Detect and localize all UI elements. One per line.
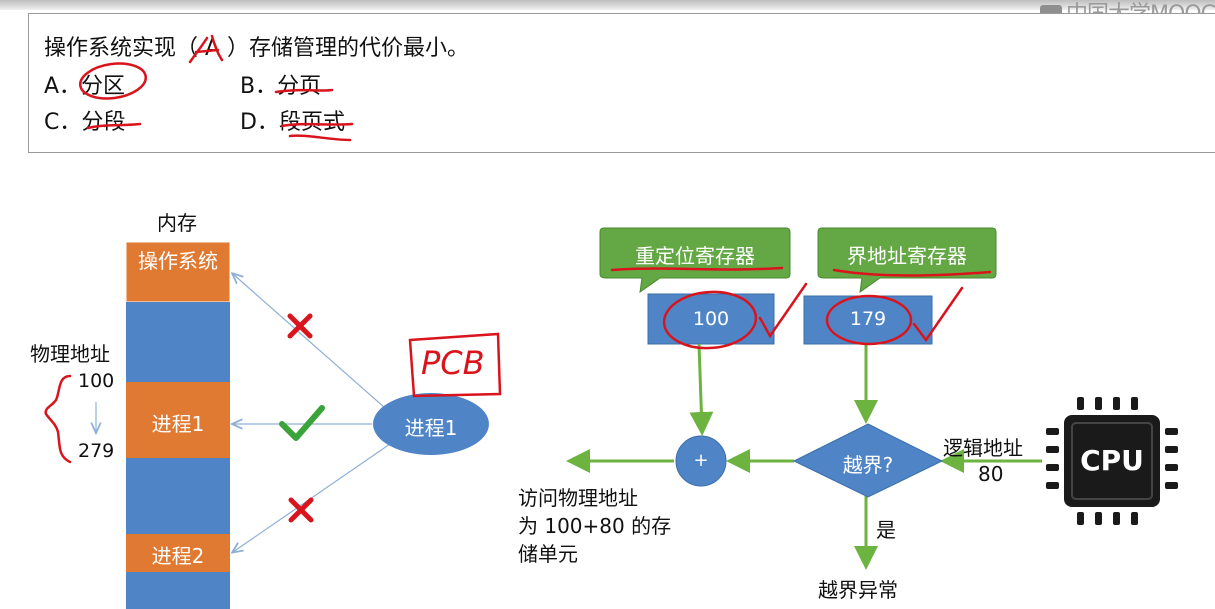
option-a: A．分区 [44,74,126,99]
arrow-relocation-to-adder [689,343,714,436]
circle-relocation-value [662,290,758,350]
pcb-process-label: 进程1 [404,416,458,440]
limit-register-label: 界地址寄存器 [847,244,967,268]
check-limit [912,286,964,343]
adder-label: + [693,450,709,471]
brace-address-range [44,374,72,464]
yes-label: 是 [876,518,896,542]
cross-icon-top [287,313,313,339]
handwriting-annotations [44,34,992,464]
relocation-register-value: 100 [692,308,730,330]
memory-free-block-1 [126,302,230,382]
question-box [28,13,1215,153]
relocation-register-label: 重定位寄存器 [635,244,755,268]
cpu-chip-icon [1046,397,1178,525]
memory-process2-label: 进程2 [151,544,205,568]
underline-option-b [274,88,334,94]
logical-address-label: 逻辑地址 [943,436,1023,460]
handwritten-answer-a [188,34,224,64]
memory-os-block [125,241,231,303]
adder-circle [675,435,727,487]
limit-register-value: 179 [849,308,887,330]
top-bar [0,0,1215,10]
memory-free-block-2 [126,458,230,534]
cpu-label: CPU [1080,444,1144,477]
bounds-check-label: 越界? [842,453,894,477]
underline-limit [832,268,992,277]
underline-option-d [280,122,354,142]
check-icon [279,405,325,441]
exception-label: 越界异常 [818,578,898,602]
circle-limit-value [825,294,913,346]
option-c: C．分段 [44,110,126,135]
question-stem: 操作系统实现（ A ）存储管理的代价最小。 [44,36,470,61]
bounds-check-diamond [792,423,944,498]
check-relocation [758,282,808,339]
memory-process1-block [126,382,230,458]
start-address: 100 [78,370,115,392]
access-text-line1: 访问物理地址 [518,486,638,510]
memory-free-block-3 [126,572,230,609]
memory-os-label: 操作系统 [138,249,218,273]
access-text-line2: 为 100+80 的存 [518,514,672,538]
cross-icon-bottom [288,497,314,523]
end-address: 279 [78,440,115,462]
pcb-box [408,332,502,398]
memory-process1-label: 进程1 [151,412,205,436]
circle-option-a [78,62,148,100]
process-ellipse [373,393,489,455]
relocation-callout [599,227,791,294]
underline-relocation [610,266,784,272]
arrow-to-os [233,274,386,409]
option-d: D．段页式 [240,110,345,135]
memory-title: 内存 [157,211,197,235]
underline-option-c [86,122,142,130]
limit-callout [817,227,997,294]
memory-process2-block [126,534,230,572]
logical-address-value: 80 [978,462,1004,486]
option-b: B．分页 [240,74,322,99]
physical-address-label: 物理地址 [30,342,110,366]
pcb-annotation: PCB [421,344,485,382]
access-text-line3: 储单元 [518,542,578,566]
